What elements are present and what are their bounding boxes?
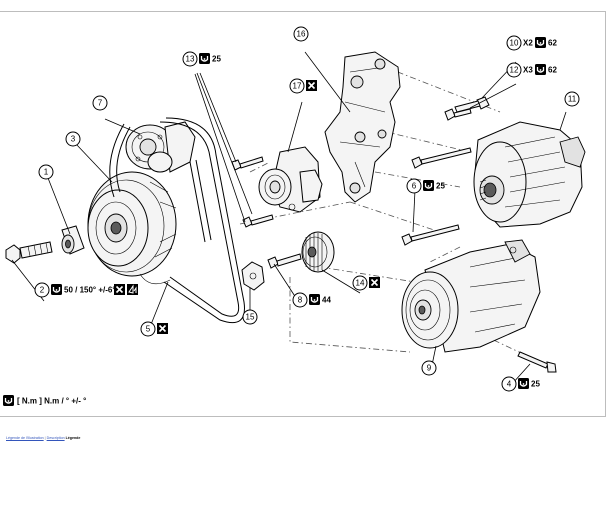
torque-8: 44: [308, 293, 331, 306]
torque-legend: [ N.m ] N.m / ° +/- °: [2, 394, 86, 407]
alternator: [473, 121, 586, 228]
torque-10: X2 62: [523, 36, 557, 49]
bolt-13b: [242, 214, 274, 228]
callout-15-num: 15: [246, 313, 255, 322]
exploded-view-diagram: 1 2 3 4 5 6 7 8 9 10 11 12 13 14 15 16 1…: [2, 26, 586, 407]
bolt-10: [454, 96, 490, 113]
crank-pulley: [87, 171, 177, 277]
callout-1-num: 1: [44, 168, 49, 177]
idler-pulley: [301, 231, 335, 273]
callout-3: 3: [65, 131, 81, 147]
drive-belt: [109, 117, 245, 324]
mark-17: [305, 79, 318, 92]
footer-separator: |: [44, 436, 47, 440]
callout-11-num: 11: [568, 95, 577, 104]
callout-14-num: 14: [356, 279, 365, 288]
bolt-6a: [411, 147, 472, 169]
description-link[interactable]: Description: [46, 436, 65, 440]
callout-4: 4: [501, 376, 517, 392]
torque-wrench-icon: [2, 394, 15, 407]
ac-compressor: [401, 239, 541, 353]
illustration-legend-link[interactable]: Légende de l'illustration: [6, 436, 44, 440]
callout-8: 8: [292, 292, 308, 308]
footer-links: Légende de l'illustration | Description …: [6, 436, 80, 440]
torque-legend-text: [ N.m ] N.m / ° +/- °: [17, 397, 86, 406]
torque-wrench-icon: [534, 63, 547, 76]
callout-2-num: 2: [40, 286, 45, 295]
callout-7: 7: [92, 95, 108, 111]
torque-4-value: 25: [531, 380, 540, 389]
torque-4: 25: [517, 377, 540, 390]
callout-13-num: 13: [186, 55, 195, 64]
callout-12: 12: [506, 62, 522, 78]
torque-wrench-icon: [50, 283, 63, 296]
torque-12-qty: X3: [523, 66, 533, 75]
torque-10-qty: X2: [523, 39, 533, 48]
callout-17-num: 17: [293, 82, 302, 91]
torque-10-value: 62: [548, 39, 557, 48]
mark-5: [156, 322, 169, 335]
torque-wrench-icon: [198, 52, 211, 65]
torque-wrench-icon: [534, 36, 547, 49]
lubricate-icon: [127, 284, 138, 295]
callout-17: 17: [289, 78, 305, 94]
callout-4-num: 4: [507, 380, 512, 389]
replace-part-icon: [113, 283, 126, 296]
callout-10: 10: [506, 35, 522, 51]
torque-wrench-icon: [517, 377, 530, 390]
bolt-12: [444, 108, 472, 121]
callout-11: 11: [564, 91, 580, 107]
replace-part-icon: [156, 322, 169, 335]
replace-part-icon: [305, 79, 318, 92]
callout-3-num: 3: [71, 135, 76, 144]
callout-10-num: 10: [510, 39, 519, 48]
callout-9-num: 9: [427, 364, 432, 373]
callout-9: 9: [421, 360, 437, 376]
callout-6-num: 6: [412, 182, 417, 191]
callout-5-num: 5: [146, 325, 151, 334]
mark-14: [368, 276, 381, 289]
torque-6: 25: [422, 179, 445, 192]
callout-12-num: 12: [510, 66, 519, 75]
callout-2: 2: [34, 282, 50, 298]
callout-14: 14: [352, 275, 368, 291]
belt-tensioner: [258, 146, 323, 213]
torque-2-value: 50 / 150° +/-6°: [64, 286, 116, 295]
crank-bolt: [5, 241, 53, 264]
callout-5: 5: [140, 321, 156, 337]
torque-6-value: 25: [436, 182, 445, 191]
callout-7-num: 7: [98, 99, 103, 108]
torque-12: X3 62: [523, 63, 557, 76]
callout-1: 1: [38, 164, 54, 180]
callout-13: 13: [182, 51, 198, 67]
torque-12-value: 62: [548, 66, 557, 75]
torque-wrench-icon: [422, 179, 435, 192]
replace-part-icon: [368, 276, 381, 289]
legend-current-tab[interactable]: Légende: [65, 436, 81, 440]
torque-2: 50 / 150° +/-6°: [50, 283, 138, 296]
torque-8-value: 44: [322, 296, 331, 305]
callout-16: 16: [293, 26, 309, 42]
torque-13-value: 25: [212, 55, 221, 64]
torque-wrench-icon: [308, 293, 321, 306]
callout-16-num: 16: [297, 30, 306, 39]
crank-washer: [61, 225, 85, 255]
bolt-6b: [401, 224, 460, 246]
callout-15: 15: [242, 309, 258, 325]
callout-8-num: 8: [298, 296, 303, 305]
idler-bolt: [267, 253, 302, 269]
pulley-cap: [241, 261, 265, 291]
torque-13: 25: [198, 52, 221, 65]
bolt-4: [517, 351, 557, 373]
accessory-bracket: [324, 51, 401, 203]
diagram-frame: 1 2 3 4 5 6 7 8 9 10 11 12 13 14 15 16 1…: [0, 11, 606, 417]
water-pump: [125, 121, 196, 173]
callout-6: 6: [406, 178, 422, 194]
